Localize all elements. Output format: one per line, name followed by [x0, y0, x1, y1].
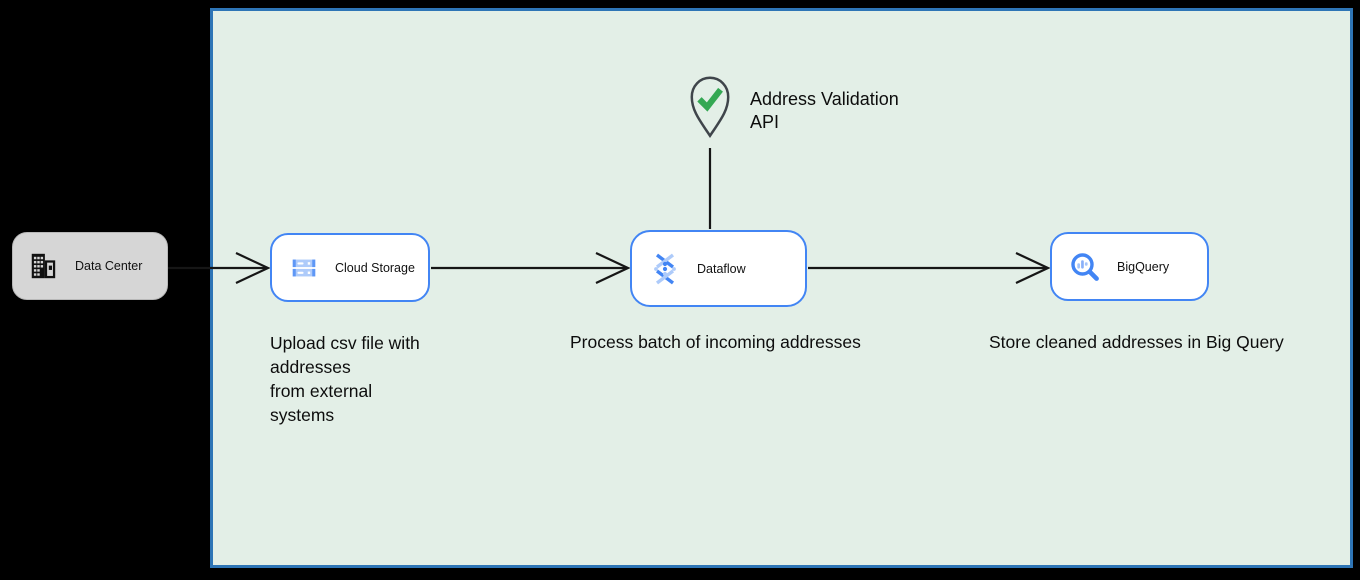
node-data-center[interactable]: Data Center [12, 232, 168, 300]
caption-store-bigquery: Store cleaned addresses in Big Query [989, 332, 1284, 352]
node-label: Cloud Storage [335, 260, 415, 275]
cloud-storage-icon [292, 259, 316, 276]
bigquery-icon [1071, 252, 1099, 281]
node-dataflow[interactable]: Dataflow [630, 230, 807, 307]
node-label: Data Center [75, 259, 143, 273]
dataflow-icon [654, 253, 676, 284]
map-pin-check-icon [687, 74, 733, 145]
caption-upload-csv: Upload csv file with addresses from exte… [270, 333, 420, 425]
annotation-address-validation-api: Address Validation API [750, 89, 899, 132]
node-bigquery[interactable]: BigQuery [1050, 232, 1209, 301]
node-label: BigQuery [1117, 259, 1170, 274]
node-cloud-storage[interactable]: Cloud Storage [270, 233, 430, 302]
building-icon [31, 253, 56, 279]
caption-process-batch: Process batch of incoming addresses [570, 332, 861, 352]
node-label: Dataflow [697, 261, 746, 276]
